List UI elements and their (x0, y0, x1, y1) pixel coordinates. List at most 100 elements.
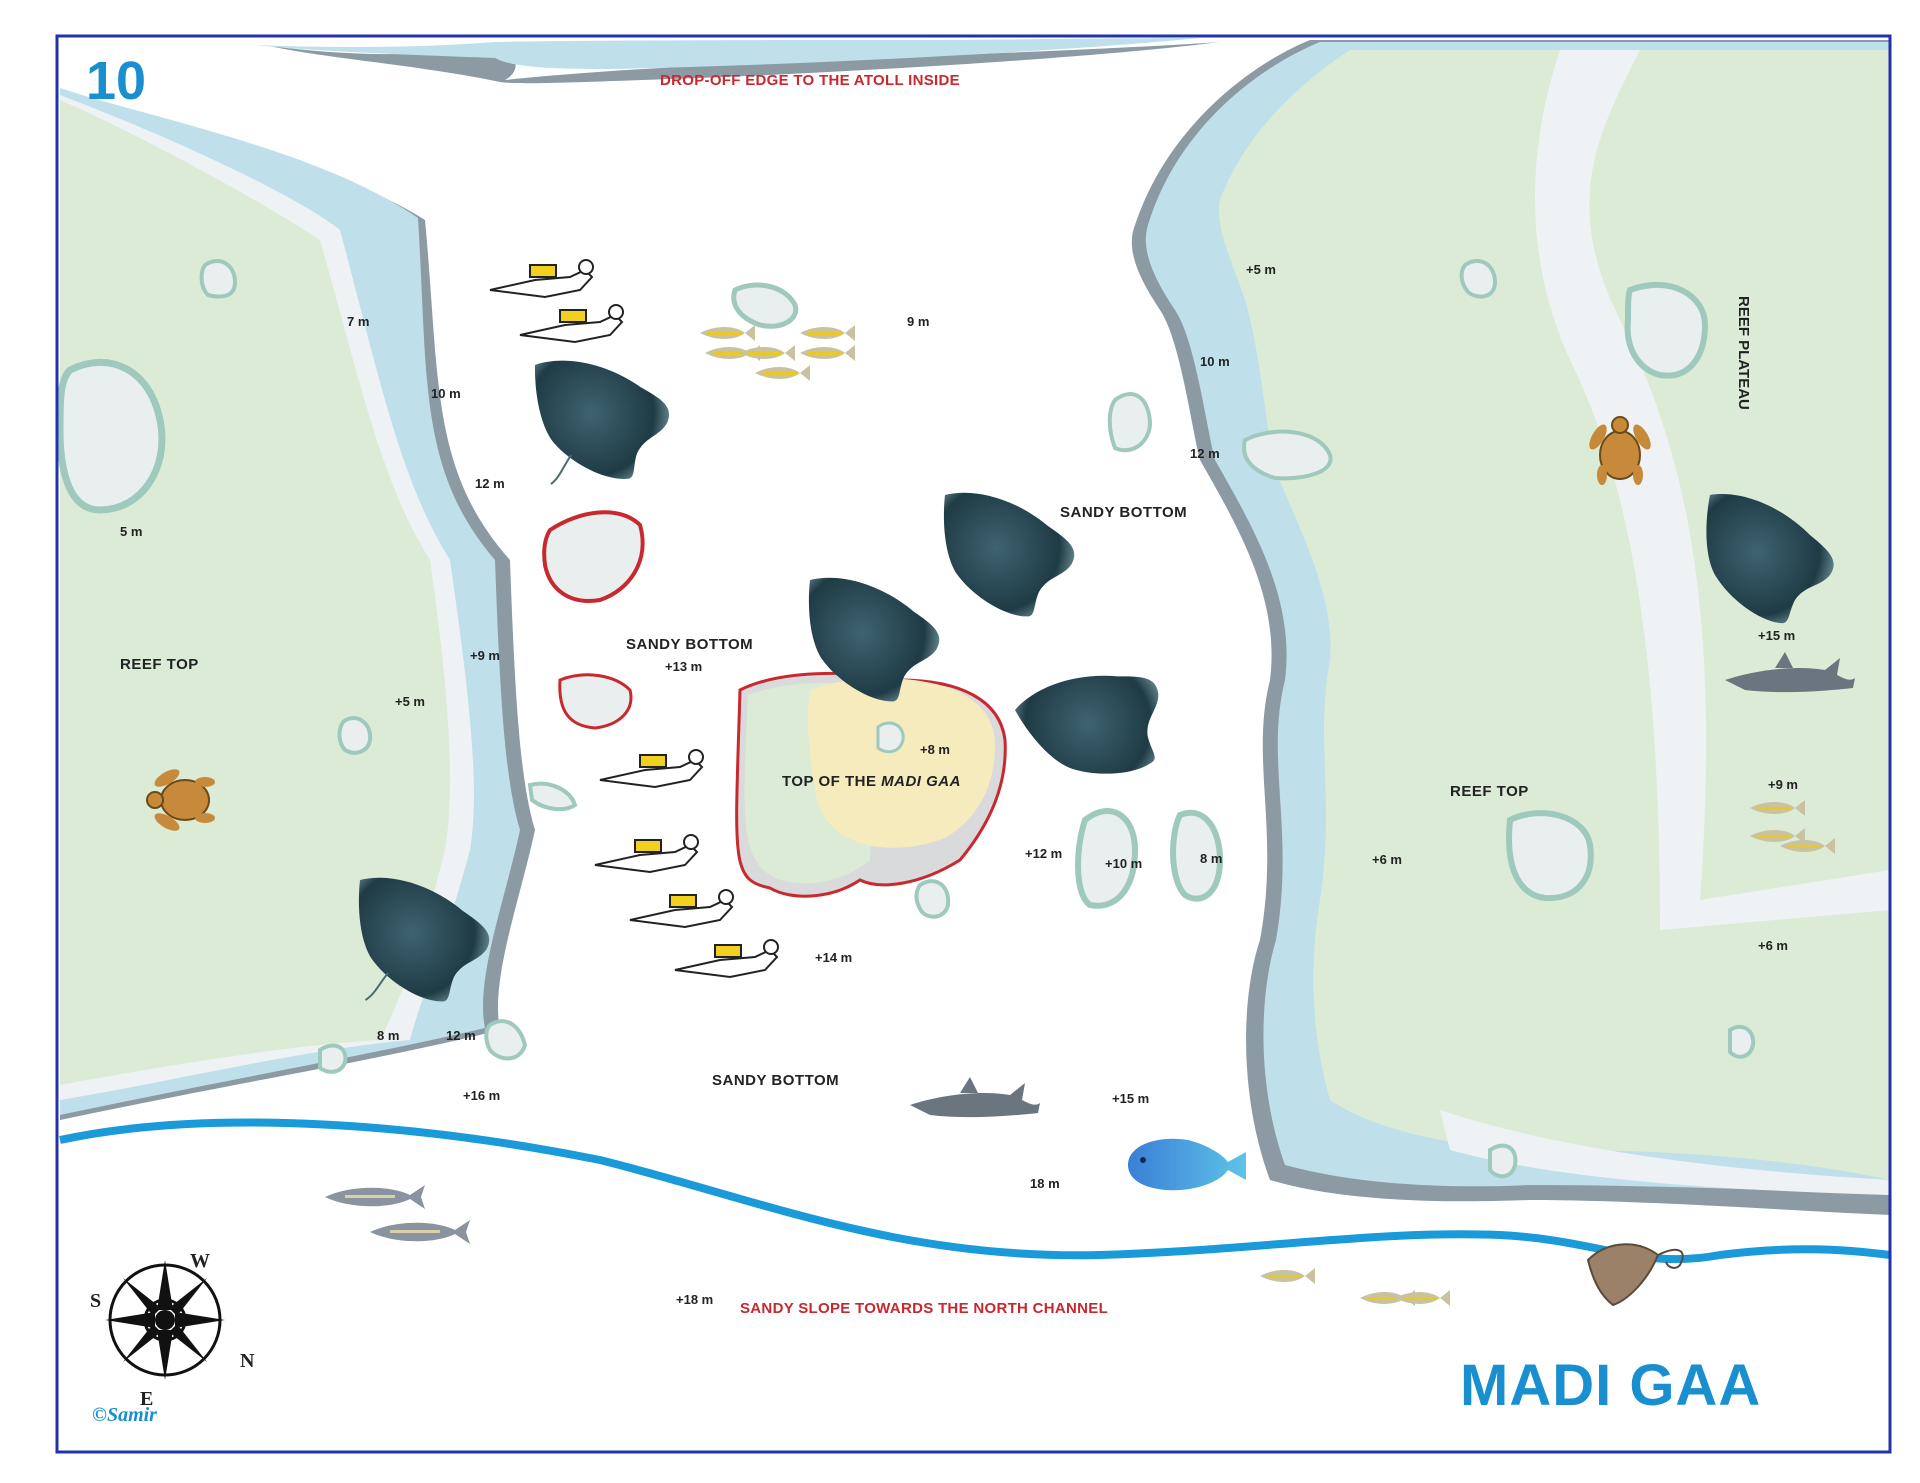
depth-label: +6 m (1372, 852, 1402, 867)
depth-label: 10 m (431, 386, 461, 401)
reef-top-right-label: REEF TOP (1450, 783, 1529, 800)
coral-block (1728, 1024, 1756, 1059)
madi-gaa-top-label: TOP OF THE MADI GAA (782, 773, 961, 790)
coral-block (731, 282, 799, 329)
manta-ray-icon (808, 577, 940, 702)
coral-block (914, 879, 951, 919)
top-of-the-text: TOP OF THE (782, 773, 877, 790)
divers (489, 259, 779, 979)
diver-icon (674, 939, 779, 979)
sandy-bottom-label: SANDY BOTTOM (1060, 504, 1188, 521)
depth-label: 7 m (347, 314, 370, 329)
stingray-icon (1586, 1243, 1684, 1307)
shark-icon (910, 1077, 1040, 1118)
coral-block (1170, 809, 1224, 902)
compass-rose-icon (105, 1260, 225, 1380)
diver-icon (519, 304, 624, 344)
manta-rays (358, 360, 1834, 1002)
coral-block (318, 1043, 348, 1074)
coral-block (1488, 1143, 1518, 1179)
turtle-icon (146, 769, 215, 831)
depth-label: +10 m (1105, 856, 1143, 871)
manta-ray-icon (1706, 494, 1834, 624)
depth-label: +8 m (920, 742, 950, 757)
site-number: 10 (86, 51, 147, 111)
depth-label: +9 m (1768, 777, 1798, 792)
depth-label: 12 m (475, 476, 505, 491)
manta-ray-icon (534, 360, 669, 485)
depth-label: 12 m (1190, 446, 1220, 461)
coral-block (1075, 808, 1139, 909)
coral-block (1459, 259, 1498, 299)
compass-north-letter: N (240, 1350, 255, 1372)
drop-off-blue-top (255, 38, 1200, 69)
coral-block (56, 358, 166, 514)
coral-block (876, 721, 905, 754)
manta-ray-icon (943, 492, 1075, 617)
coral-block (527, 781, 578, 812)
map-frame (55, 34, 1892, 1454)
diver-icon (489, 259, 594, 299)
drop-off-edge-top (255, 38, 1220, 84)
site-title: MADI GAA (1460, 1353, 1762, 1418)
napoleon-wrasse-icon (1128, 1138, 1246, 1191)
sandy-bottom-label: SANDY BOTTOM (626, 636, 754, 653)
left-reef-top (60, 100, 450, 1085)
compass-east-letter: E (140, 1388, 154, 1410)
drop-off-label: DROP-OFF EDGE TO THE ATOLL INSIDE (660, 72, 960, 89)
turtle-icon (1589, 416, 1651, 485)
depth-label: +16 m (463, 1088, 501, 1103)
coral-block (542, 510, 645, 603)
copyright-label: ©Samir (92, 1404, 157, 1426)
depth-label: 18 m (1030, 1176, 1060, 1191)
left-reef (60, 88, 535, 1120)
coral-block (1107, 392, 1153, 453)
shark-icon (1725, 652, 1855, 693)
coral-block (558, 673, 633, 730)
sandy-slope-label: SANDY SLOPE TOWARDS THE NORTH CHANNEL (740, 1300, 1109, 1317)
depth-label: +9 m (470, 648, 500, 663)
depth-label: 8 m (1200, 851, 1223, 866)
channel-line (59, 1118, 1891, 1264)
depth-label: 9 m (907, 314, 930, 329)
tuna-icon (325, 1185, 425, 1209)
reef-plateau-band (1535, 50, 1890, 930)
diver-icon (629, 889, 734, 929)
depth-label: +15 m (1112, 1091, 1150, 1106)
depth-label: 8 m (377, 1028, 400, 1043)
compass-south-letter: S (90, 1290, 102, 1312)
diver-icon (599, 749, 704, 789)
depth-label: 5 m (120, 524, 143, 539)
coral-blocks (56, 259, 1756, 1179)
depth-label: +13 m (665, 659, 703, 674)
depth-label: +5 m (1246, 262, 1276, 277)
fish-school-icon (1750, 800, 1835, 854)
fish-school-icon (1260, 1268, 1450, 1306)
coral-block (484, 1019, 528, 1061)
reef-top-left-label: REEF TOP (120, 656, 199, 673)
madi-gaa-italic-text: MADI GAA (881, 773, 961, 790)
coral-block (199, 259, 238, 299)
diver-icon (594, 834, 699, 874)
coral-block (337, 716, 373, 755)
depth-label: +12 m (1025, 846, 1063, 861)
tuna-icon (370, 1220, 470, 1244)
compass-west-letter: W (190, 1250, 210, 1272)
depth-label: 10 m (1200, 354, 1230, 369)
depth-label: +6 m (1758, 938, 1788, 953)
coral-block (1624, 282, 1709, 379)
depth-label: 12 m (446, 1028, 476, 1043)
madi-gaa-sand (807, 678, 995, 848)
depth-label: +18 m (676, 1292, 714, 1307)
coral-block (1506, 810, 1594, 902)
right-reef-bottom-flat (1440, 1110, 1890, 1195)
depth-label: +14 m (815, 950, 853, 965)
reef-plateau-label: REEF PLATEAU (1735, 296, 1752, 410)
madi-gaa-top-reef (735, 671, 1007, 898)
fish-school-icon (700, 325, 855, 381)
depth-label: +5 m (395, 694, 425, 709)
manta-ray-icon (1015, 675, 1159, 774)
depth-label: +15 m (1758, 628, 1796, 643)
manta-ray-icon (358, 877, 490, 1002)
